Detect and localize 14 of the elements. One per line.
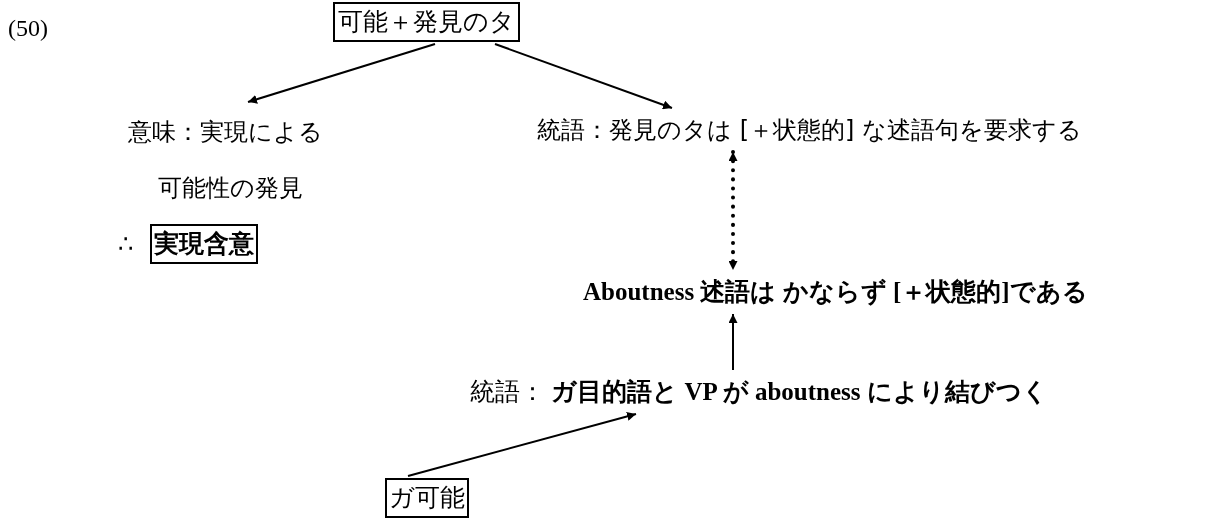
therefore-symbol: ∴ xyxy=(118,229,134,260)
statement-text: Aboutness 述語は かならず [＋状態的]である xyxy=(583,272,1088,312)
arrow xyxy=(494,43,673,110)
example-number: (50) xyxy=(8,14,48,43)
arrow xyxy=(407,412,637,477)
boxed-term: ガ可能 xyxy=(385,478,469,518)
arrow xyxy=(728,150,738,272)
syntax-text: 統語：発見のタは [＋状態的] な述語句を要求する xyxy=(537,110,1082,150)
meaning-text: 意味：実現による可能性の発見 xyxy=(128,104,328,216)
syntax-text: 統語： ガ目的語と VP が aboutness により結びつく xyxy=(470,372,1048,412)
boxed-term: 実現含意 xyxy=(150,224,258,264)
boxed-term: 可能＋発見のタ xyxy=(333,2,520,42)
arrow xyxy=(728,313,738,371)
arrow xyxy=(247,43,436,104)
